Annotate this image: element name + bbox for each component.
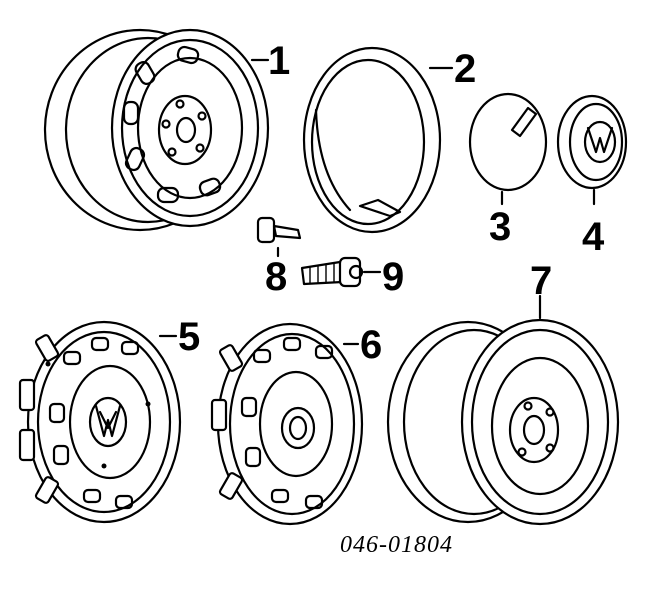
callout-1: 1 xyxy=(268,39,290,83)
callout-7: 7 xyxy=(530,259,552,303)
part-9-valve-bolt xyxy=(300,256,382,288)
part-2-trim-ring xyxy=(302,46,454,234)
part-5-wheel-cover-vw xyxy=(18,320,182,524)
callout-6: 6 xyxy=(360,323,382,367)
callout-8: 8 xyxy=(265,255,287,299)
callout-9: 9 xyxy=(382,255,404,299)
callout-3: 3 xyxy=(489,205,511,249)
callout-4: 4 xyxy=(582,215,605,259)
part-3-center-cap-plain xyxy=(468,92,548,206)
part-4-center-cap-vw xyxy=(556,94,628,206)
part-code: 046-01804 xyxy=(340,532,453,558)
callout-5: 5 xyxy=(178,315,200,359)
part-8-valve-stem xyxy=(256,216,302,258)
part-7-wheel-tire xyxy=(386,294,620,526)
part-6-wheel-cover xyxy=(210,322,364,526)
callout-2: 2 xyxy=(454,47,476,91)
part-1-steel-wheel xyxy=(43,28,270,232)
